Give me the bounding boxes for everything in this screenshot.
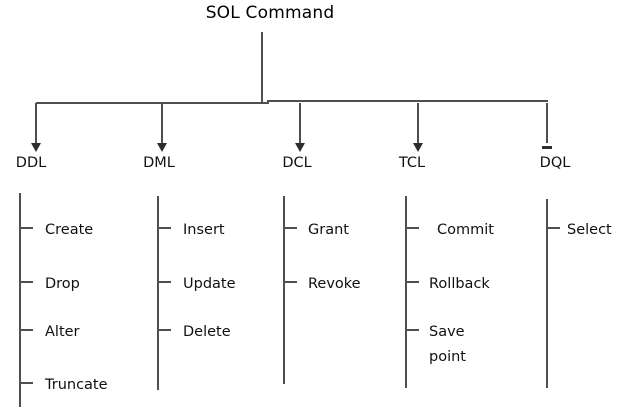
branch-connector-line bbox=[161, 103, 163, 143]
branch-connector-line bbox=[299, 103, 301, 143]
item-tick bbox=[546, 227, 560, 229]
item-tick bbox=[19, 329, 33, 331]
item-tick bbox=[405, 281, 419, 283]
item-label-commit: Commit bbox=[437, 222, 494, 238]
item-label-save-point: Save point bbox=[429, 324, 466, 365]
item-tick bbox=[283, 281, 297, 283]
branch-label-ddl: DDL bbox=[15, 155, 47, 171]
down-arrowhead-icon bbox=[542, 146, 552, 149]
branch-connector-line bbox=[546, 103, 548, 143]
item-label-rollback: Rollback bbox=[429, 276, 490, 292]
item-label-delete: Delete bbox=[183, 324, 231, 340]
diagram-title: SOL Command bbox=[205, 3, 335, 23]
item-tick bbox=[19, 281, 33, 283]
item-tick bbox=[405, 227, 419, 229]
branch-spine-line bbox=[19, 193, 21, 407]
item-tick bbox=[157, 227, 171, 229]
down-arrowhead-icon bbox=[157, 143, 167, 152]
branch-bus-line-right bbox=[267, 100, 548, 102]
item-tick bbox=[405, 329, 419, 331]
root-stem-line bbox=[261, 32, 263, 103]
branch-spine-line bbox=[405, 196, 407, 388]
branch-bus-line-left bbox=[36, 102, 269, 104]
branch-label-dql: DQL bbox=[539, 155, 571, 171]
branch-spine-line bbox=[546, 199, 548, 388]
down-arrowhead-icon bbox=[31, 143, 41, 152]
item-tick bbox=[19, 382, 33, 384]
branch-label-tcl: TCL bbox=[398, 155, 426, 171]
branch-spine-line bbox=[157, 196, 159, 390]
item-tick bbox=[19, 227, 33, 229]
item-label-truncate: Truncate bbox=[45, 377, 108, 393]
down-arrowhead-icon bbox=[413, 143, 423, 152]
item-label-update: Update bbox=[183, 276, 236, 292]
branch-connector-line bbox=[35, 103, 37, 143]
item-label-create: Create bbox=[45, 222, 94, 238]
item-label-drop: Drop bbox=[45, 276, 80, 292]
branch-connector-line bbox=[417, 103, 419, 143]
branch-label-dml: DML bbox=[143, 155, 175, 171]
item-label-grant: Grant bbox=[308, 222, 349, 238]
item-tick bbox=[157, 329, 171, 331]
item-label-alter: Alter bbox=[45, 324, 80, 340]
item-tick bbox=[157, 281, 171, 283]
item-tick bbox=[283, 227, 297, 229]
item-label-revoke: Revoke bbox=[308, 276, 361, 292]
item-label-insert: Insert bbox=[183, 222, 225, 238]
item-label-select: Select bbox=[567, 222, 612, 238]
branch-label-dcl: DCL bbox=[282, 155, 312, 171]
branch-spine-line bbox=[283, 196, 285, 384]
down-arrowhead-icon bbox=[295, 143, 305, 152]
